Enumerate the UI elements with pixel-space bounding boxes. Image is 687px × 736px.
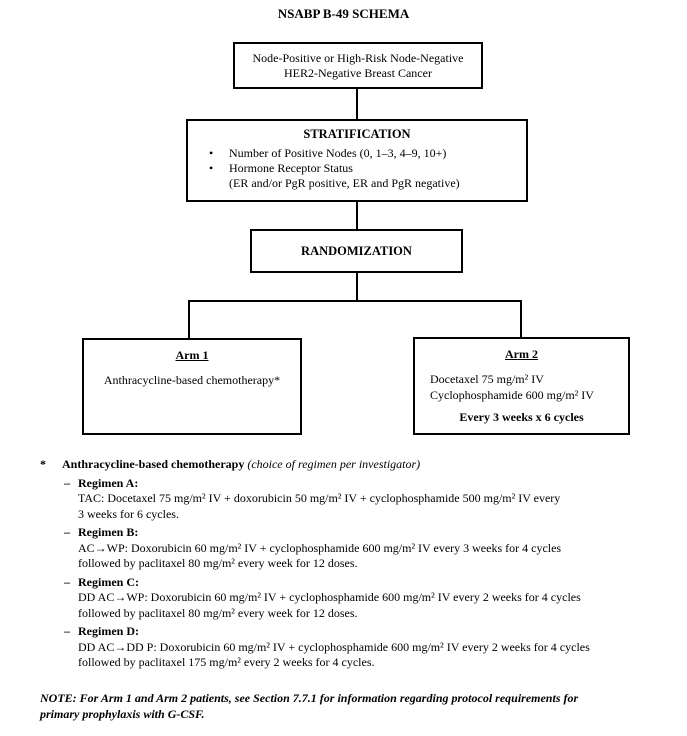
regimen-c-label: Regimen C:	[78, 574, 139, 589]
connector-branch-horizontal	[188, 300, 522, 302]
arm1-body: Anthracycline-based chemotherapy*	[103, 373, 281, 387]
regimen-b-description: AC→WP: Doxorubicin 60 mg/m² IV + cycloph…	[78, 541, 665, 572]
regimen-d: – Regimen D: DD AC→DD P: Doxorubicin 60 …	[40, 624, 665, 671]
footnote-asterisk: *	[40, 457, 46, 471]
regimen-a-line-1: TAC: Docetaxel 75 mg/m² IV + doxorubicin…	[78, 491, 561, 505]
eligibility-line-1: Node-Positive or High-Risk Node-Negative	[252, 50, 464, 65]
regimen-a-label: Regimen A:	[78, 475, 139, 490]
stratification-heading: STRATIFICATION	[303, 127, 411, 141]
stratification-bullet-1-text: Number of Positive Nodes (0, 1–3, 4–9, 1…	[229, 146, 447, 160]
dash-bullet: –	[64, 574, 70, 589]
regimen-a: – Regimen A: TAC: Docetaxel 75 mg/m² IV …	[40, 476, 665, 523]
footnote-header-bold: Anthracycline-based chemotherapy	[62, 457, 245, 471]
regimen-d-label-row: – Regimen D:	[40, 624, 665, 640]
bullet-icon: •	[209, 146, 214, 160]
footnote-header-text: Anthracycline-based chemotherapy (choice…	[62, 457, 420, 473]
randomization-heading: RANDOMIZATION	[301, 243, 412, 258]
regimen-c-line-2: followed by paclitaxel 80 mg/m² every we…	[78, 605, 358, 620]
connector-randomization-stem	[356, 273, 358, 301]
arm2-drug-1: Docetaxel 75 mg/m² IV	[430, 372, 544, 386]
dash-bullet: –	[64, 624, 70, 638]
regimen-a-description: TAC: Docetaxel 75 mg/m² IV + doxorubicin…	[78, 491, 665, 522]
regimen-d-description: DD AC→DD P: Doxorubicin 60 mg/m² IV + cy…	[78, 640, 665, 671]
regimen-b-label: Regimen B:	[78, 525, 139, 539]
regimen-a-line-2: 3 weeks for 6 cycles.	[78, 506, 179, 521]
regimen-c: – Regimen C: DD AC→WP: Doxorubicin 60 mg…	[40, 575, 665, 622]
stratification-bullet-2-line-1: Hormone Receptor Status	[229, 161, 353, 175]
dash-bullet: –	[64, 525, 70, 539]
stratification-bullet-2: • Hormone Receptor Status (ER and/or PgR…	[188, 161, 526, 191]
arm2-schedule: Every 3 weeks x 6 cycles	[459, 410, 584, 424]
arm1-heading: Arm 1	[175, 348, 209, 362]
gcsf-note: NOTE: For Arm 1 and Arm 2 patients, see …	[40, 691, 670, 722]
regimen-b: – Regimen B: AC→WP: Doxorubicin 60 mg/m²…	[40, 525, 665, 572]
connector-top-to-stratification	[356, 88, 358, 119]
connector-to-arm2	[520, 300, 522, 337]
regimen-b-line-1: AC→WP: Doxorubicin 60 mg/m² IV + cycloph…	[78, 540, 562, 555]
regimen-a-label-row: – Regimen A:	[40, 476, 665, 492]
connector-to-arm1	[188, 300, 190, 338]
stratification-bullet-2-text: Hormone Receptor Status (ER and/or PgR p…	[229, 161, 460, 191]
regimen-d-line-1: DD AC→DD P: Doxorubicin 60 mg/m² IV + cy…	[78, 639, 590, 654]
gcsf-note-line-1: NOTE: For Arm 1 and Arm 2 patients, see …	[40, 691, 579, 705]
stratification-box: STRATIFICATION • Number of Positive Node…	[186, 119, 528, 202]
arm2-heading: Arm 2	[505, 347, 538, 361]
bullet-icon: •	[209, 161, 214, 175]
regimen-d-label: Regimen D:	[78, 624, 139, 638]
eligibility-line-2: HER2-Negative Breast Cancer	[284, 65, 432, 80]
stratification-bullet-1: • Number of Positive Nodes (0, 1–3, 4–9,…	[188, 146, 526, 161]
regimen-c-description: DD AC→WP: Doxorubicin 60 mg/m² IV + cycl…	[78, 590, 665, 621]
regimen-c-label-row: – Regimen C:	[40, 575, 665, 591]
randomization-box: RANDOMIZATION	[250, 229, 463, 273]
footnote-header: * Anthracycline-based chemotherapy (choi…	[40, 457, 665, 473]
arm2-drug-2: Cyclophosphamide 600 mg/m² IV	[430, 387, 594, 402]
regimen-d-line-2: followed by paclitaxel 175 mg/m² every 2…	[78, 655, 375, 669]
regimen-b-line-2: followed by paclitaxel 80 mg/m² every we…	[78, 556, 358, 570]
eligibility-box: Node-Positive or High-Risk Node-Negative…	[233, 42, 483, 89]
page-title: NSABP B-49 SCHEMA	[277, 6, 410, 21]
connector-stratification-to-randomization	[356, 202, 358, 229]
footnote-header-italic: (choice of regimen per investigator)	[244, 457, 421, 471]
arm1-box: Arm 1 Anthracycline-based chemotherapy*	[82, 338, 302, 435]
arm2-box: Arm 2 Docetaxel 75 mg/m² IV Cyclophospha…	[413, 337, 630, 435]
footnote-section: * Anthracycline-based chemotherapy (choi…	[40, 457, 665, 671]
regimen-b-label-row: – Regimen B:	[40, 525, 665, 541]
stratification-bullet-2-line-2: (ER and/or PgR positive, ER and PgR nega…	[229, 176, 460, 190]
dash-bullet: –	[64, 475, 70, 490]
gcsf-note-line-2: primary prophylaxis with G-CSF.	[40, 706, 205, 721]
regimen-c-line-1: DD AC→WP: Doxorubicin 60 mg/m² IV + cycl…	[78, 590, 581, 604]
